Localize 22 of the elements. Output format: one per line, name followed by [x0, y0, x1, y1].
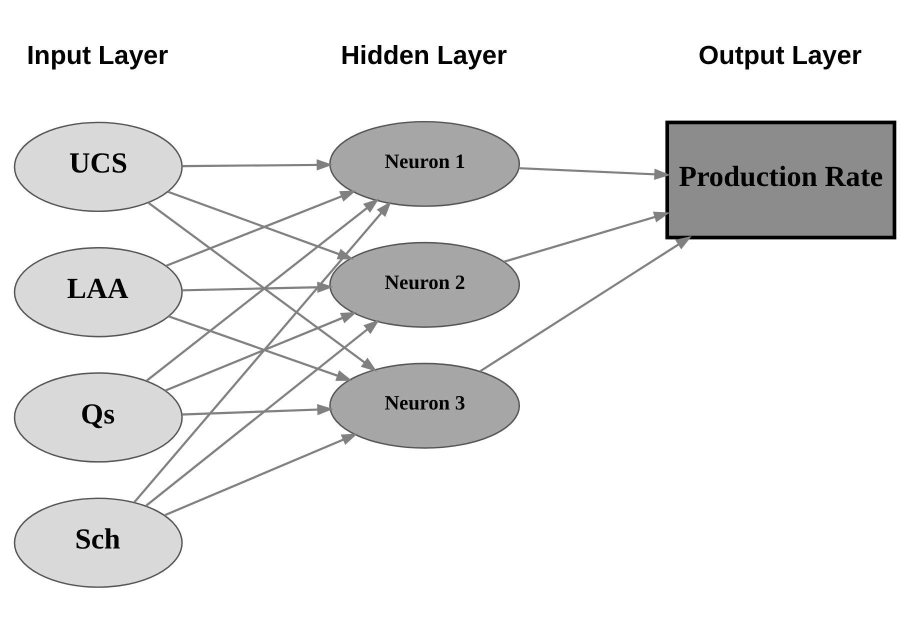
arrow — [182, 281, 334, 292]
node-ellipse: Neuron 2 — [329, 241, 520, 328]
node-ellipse: UCS — [14, 121, 183, 212]
label: Hidden Layer — [340, 40, 507, 70]
label: Output Layer — [698, 40, 862, 70]
node-ellipse: Qs — [14, 372, 183, 462]
arrow — [168, 314, 352, 380]
arrow — [145, 319, 380, 506]
node-ellipse: LAA — [14, 246, 183, 337]
arrow — [182, 158, 333, 170]
arrow — [480, 236, 692, 372]
label: Input Layer — [26, 40, 168, 70]
arrow — [164, 312, 357, 392]
node-ellipse: Neuron 3 — [329, 362, 520, 448]
arrow — [518, 166, 670, 180]
node-ellipse: Sch — [14, 497, 183, 588]
arrow — [164, 433, 358, 516]
node-ellipse: Neuron 1 — [329, 120, 520, 206]
arrow — [182, 403, 334, 416]
arrow — [504, 211, 670, 262]
arrow — [134, 200, 392, 502]
node-box: Production Rate — [665, 120, 896, 239]
